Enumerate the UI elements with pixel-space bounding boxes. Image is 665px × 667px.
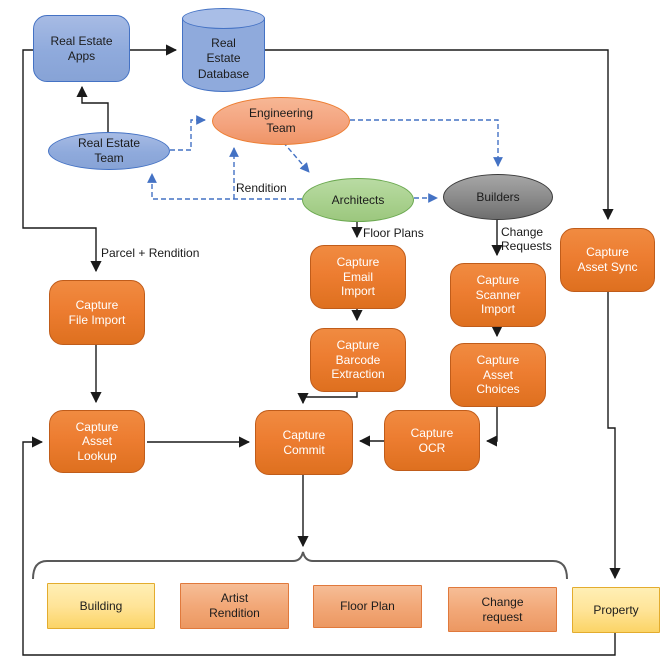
node-capture-ocr: Capture OCR (384, 410, 480, 471)
node-label: Capture Asset Choices (476, 353, 520, 397)
node-label: Architects (331, 192, 385, 207)
arrow-apps-to-file-import (22, 49, 102, 273)
node-building: Building (47, 583, 155, 629)
node-label: Engineering Team (248, 106, 314, 135)
node-label: Capture Commit (282, 427, 326, 457)
dashed-architects-to-team (147, 173, 302, 200)
bottom-row-brace (32, 551, 568, 580)
edge-label-floor-plans: Floor Plans (363, 226, 424, 240)
dashed-engineering-to-architects (282, 141, 310, 173)
dashed-engineering-to-builders (350, 119, 503, 167)
arrow-choices-to-ocr (485, 407, 498, 447)
node-capture-asset-sync: Capture Asset Sync (560, 228, 655, 292)
node-capture-commit: Capture Commit (255, 410, 353, 475)
arrow-database-to-asset-sync (265, 49, 614, 221)
dashed-team-to-engineering (170, 115, 206, 151)
node-engineering-team: Engineering Team (212, 97, 350, 145)
node-capture-asset-lookup: Capture Asset Lookup (49, 410, 145, 473)
node-real-estate-database: Real Estate Database (182, 8, 265, 92)
edge-label-parcel-rendition: Parcel + Rendition (101, 246, 200, 260)
node-capture-file-import: Capture File Import (49, 280, 145, 345)
node-label: Building (79, 598, 123, 613)
node-capture-scanner-import: Capture Scanner Import (450, 263, 546, 327)
node-label: Floor Plan (340, 599, 395, 614)
arrow-barcode-to-commit (297, 392, 358, 405)
node-architects: Architects (302, 178, 414, 222)
node-capture-email-import: Capture Email Import (310, 245, 406, 309)
node-label: Real Estate Database (197, 35, 250, 81)
node-capture-barcode-extraction: Capture Barcode Extraction (310, 328, 406, 392)
database-cylinder-top (182, 8, 265, 29)
node-label: Builders (476, 189, 520, 204)
node-floor-plan: Floor Plan (313, 585, 422, 628)
node-real-estate-team: Real Estate Team (48, 132, 170, 170)
node-label: Artist Rendition (209, 591, 260, 620)
node-label: Real Estate Apps (50, 33, 113, 63)
arrow-asset-sync-to-property (607, 292, 621, 580)
node-real-estate-apps: Real Estate Apps (33, 15, 130, 82)
edge-label-change-requests: Change Requests (501, 225, 552, 253)
node-label: Capture Scanner Import (475, 273, 521, 317)
node-label: Real Estate Team (77, 136, 141, 165)
node-label: Capture File Import (68, 297, 126, 327)
node-label: Property (593, 602, 639, 617)
arrow-team-to-apps (76, 85, 109, 133)
node-label: Capture Barcode Extraction (331, 338, 385, 382)
node-label: Capture OCR (410, 425, 454, 455)
node-builders: Builders (443, 174, 553, 220)
node-change-request: Change request (448, 587, 557, 632)
node-capture-asset-choices: Capture Asset Choices (450, 343, 546, 407)
database-cylinder-body (182, 18, 265, 92)
node-property: Property (572, 587, 660, 633)
node-artist-rendition: Artist Rendition (180, 583, 289, 629)
node-label: Capture Email Import (336, 255, 380, 299)
arrow-property-loop-to-asset-lookup (22, 436, 616, 656)
edge-label-rendition: Rendition (236, 181, 287, 195)
node-label: Capture Asset Sync (577, 245, 638, 274)
node-label: Change request (481, 594, 524, 624)
node-label: Capture Asset Lookup (75, 419, 119, 463)
